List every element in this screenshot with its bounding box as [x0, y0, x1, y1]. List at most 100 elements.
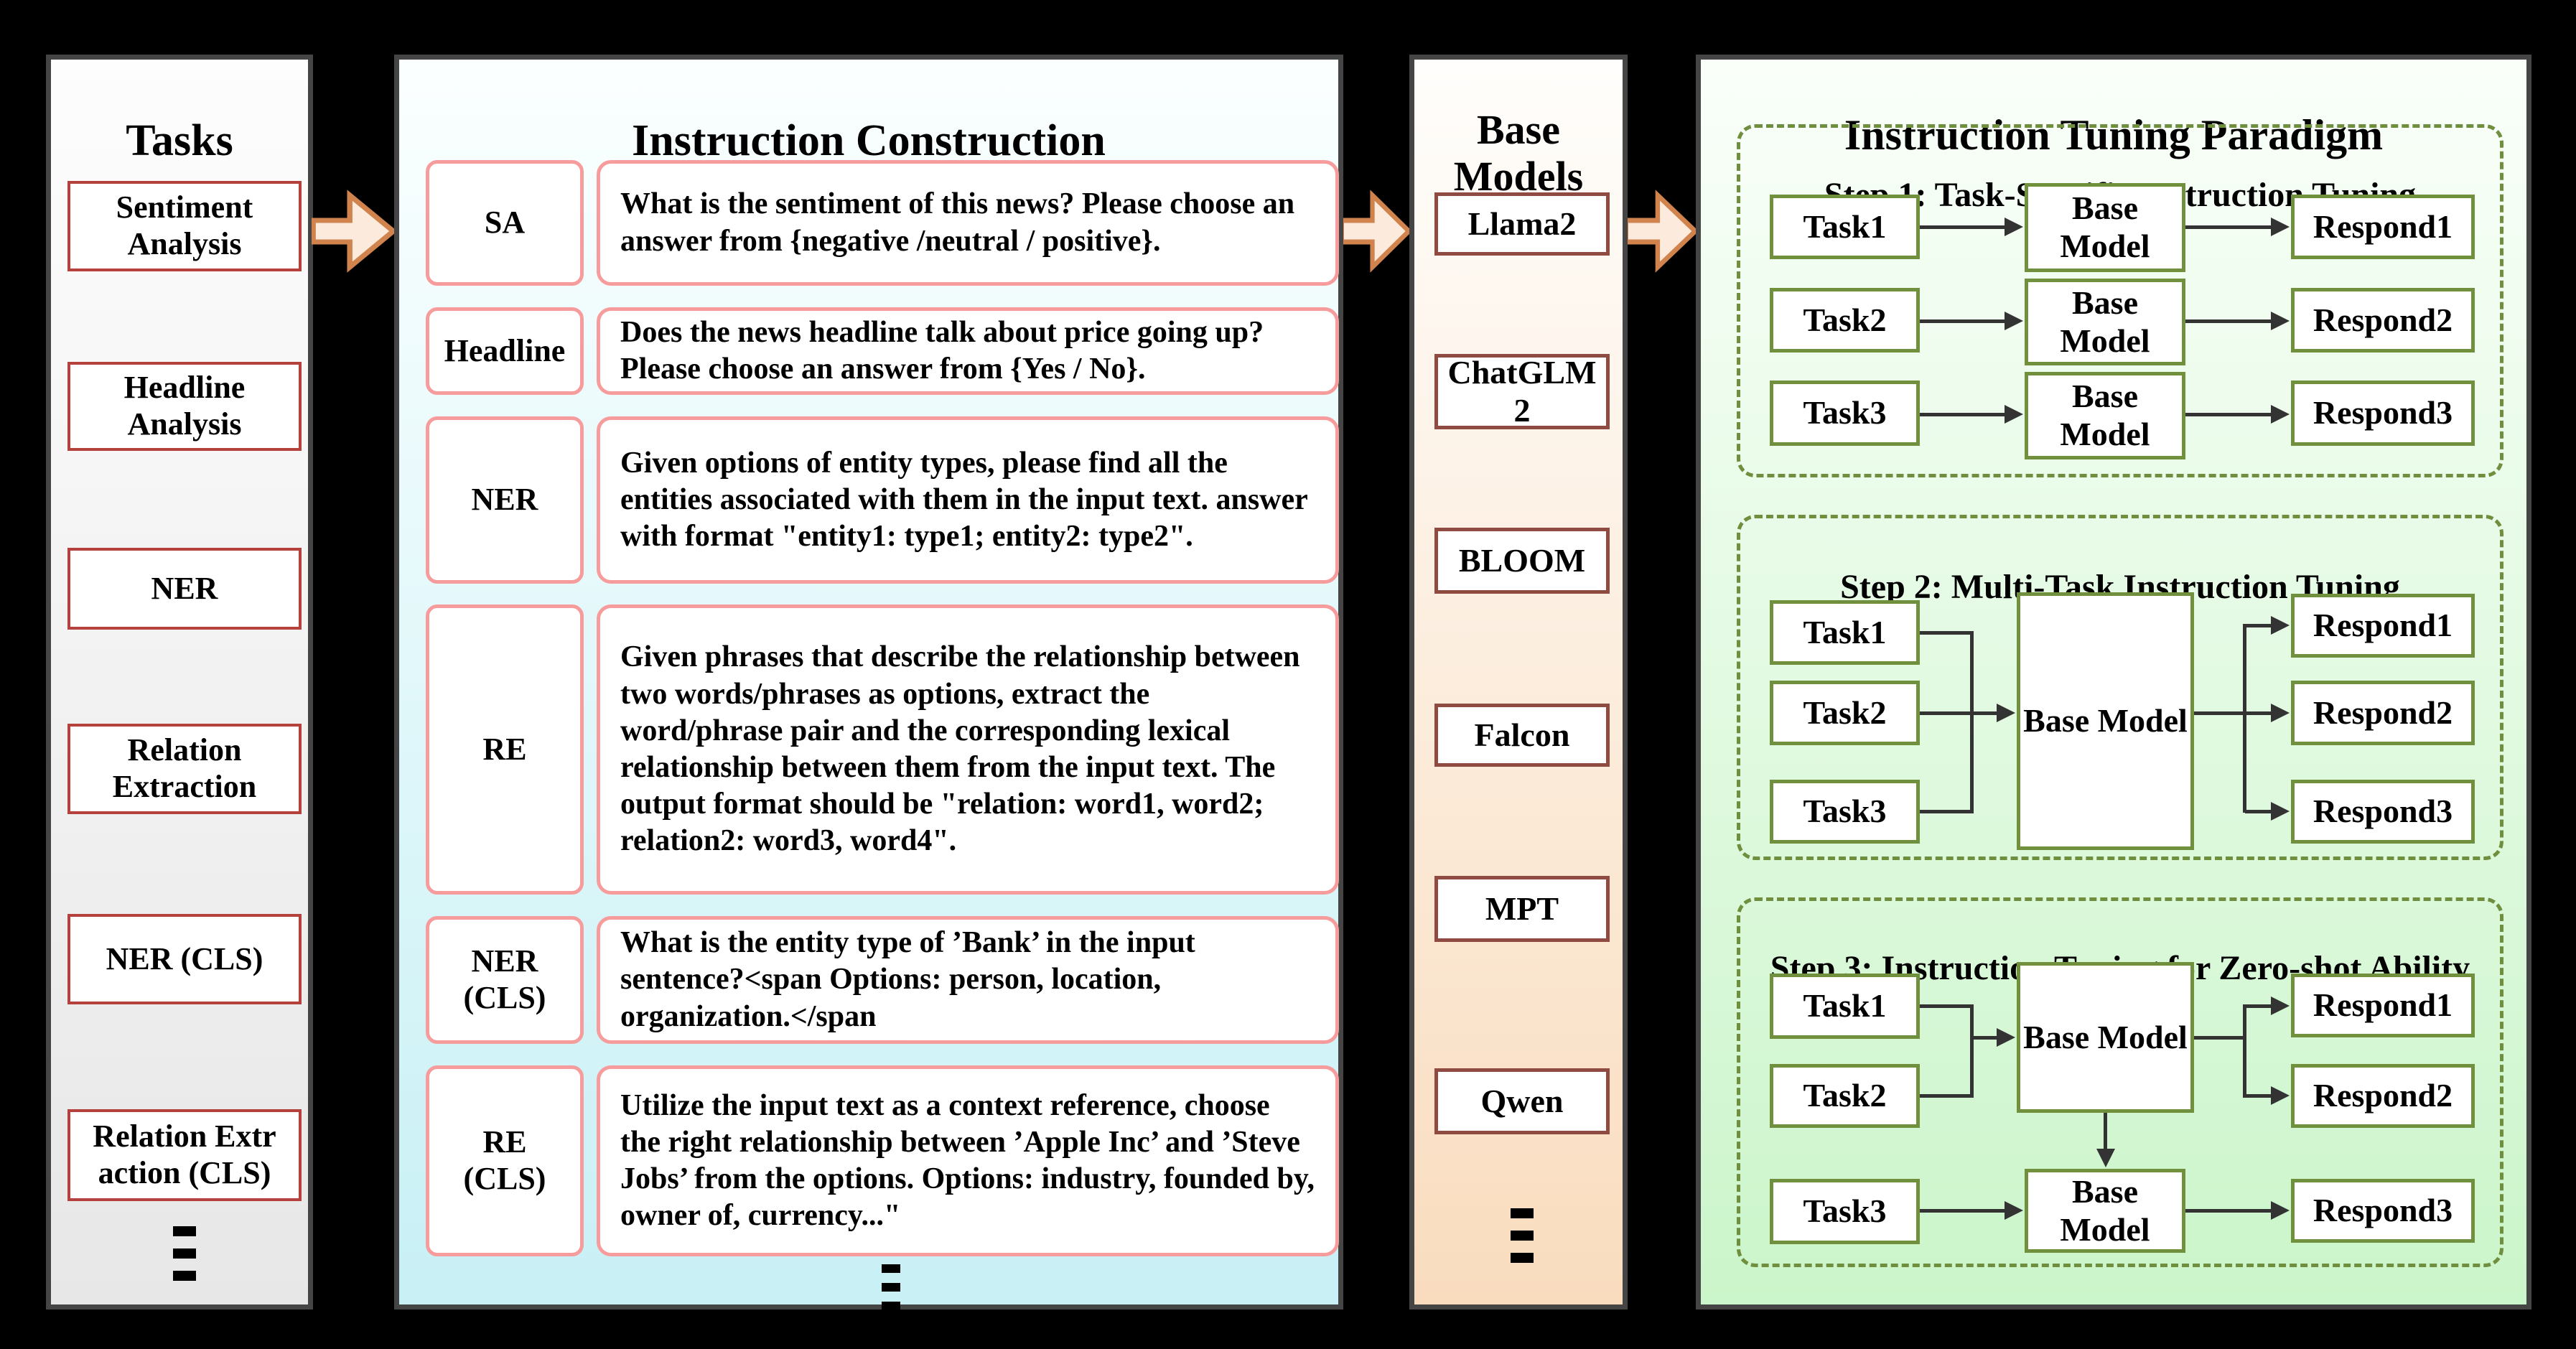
arrowhead-icon	[2096, 1149, 2115, 1167]
respond-box: Respond3	[2291, 780, 2475, 844]
task-box: Task3	[1770, 780, 1920, 844]
connector-line	[1920, 319, 2006, 323]
connector-line	[2243, 624, 2246, 813]
respond-box: Respond2	[2291, 1064, 2475, 1128]
arrowhead-icon	[2271, 1086, 2290, 1105]
connector-line	[2185, 1209, 2272, 1213]
connector-line	[2245, 624, 2272, 627]
connector-line	[1920, 1004, 1974, 1008]
task-item-headline-analysis: Headline Analysis	[67, 362, 302, 451]
task-box: Task2	[1770, 681, 1920, 745]
connector-line	[1920, 413, 2006, 416]
model-box-chatglm2: ChatGLM 2	[1434, 354, 1610, 429]
base-model-box: Base Model	[2017, 592, 2194, 850]
connector-line	[2245, 1094, 2272, 1098]
base-models-title: Base Models	[1453, 106, 1584, 200]
flow-arrow-icon	[312, 190, 396, 273]
arrowhead-icon	[2271, 616, 2290, 635]
arrowhead-icon	[2005, 1201, 2023, 1220]
task-box: Task3	[1770, 1179, 1920, 1244]
respond-box: Respond2	[2291, 288, 2475, 353]
connector-line	[1920, 711, 1998, 715]
arrowhead-icon	[2271, 704, 2290, 722]
respond-box: Respond1	[2291, 974, 2475, 1037]
instruction-text-headline: Does the news headline talk about price …	[597, 307, 1339, 395]
respond-box: Respond3	[2291, 1179, 2475, 1243]
tasks-panel-title: Tasks	[126, 116, 233, 166]
instruction-label-ner-cls: NER (CLS)	[426, 916, 584, 1044]
instruction-text-ner-cls: What is the entity type of ’Bank’ in the…	[597, 916, 1339, 1044]
ellipsis-icon	[882, 1264, 900, 1310]
task-item-ner: NER	[67, 548, 302, 630]
respond-box: Respond2	[2291, 681, 2475, 745]
instruction-tuning-paradigm-panel: Instruction Tuning Paradigm Step 1: Task…	[1696, 55, 2531, 1310]
instruction-text-ner: Given options of entity types, please fi…	[597, 416, 1339, 584]
connector-line	[1920, 631, 1974, 635]
arrowhead-icon	[2271, 405, 2290, 424]
model-box-llama2: Llama2	[1434, 192, 1610, 256]
connector-line	[2194, 711, 2272, 715]
step1-box: Step 1: Task-Specific Instruction Tuning…	[1737, 124, 2503, 477]
paradigm-title: Instruction Tuning Paradigm	[1844, 111, 2384, 159]
respond-box: Respond3	[2291, 381, 2475, 446]
connector-line	[1970, 1036, 1998, 1040]
instruction-text-re: Given phrases that describe the relation…	[597, 605, 1339, 895]
task-item-relation-extraction: Relation Extraction	[67, 724, 302, 814]
task-box: Task1	[1770, 600, 1920, 665]
base-model-box: Base Model	[2025, 372, 2185, 459]
flow-arrow-icon	[1340, 190, 1411, 273]
arrowhead-icon	[2271, 996, 2290, 1015]
instruction-label-ner: NER	[426, 416, 584, 584]
instruction-construction-panel: Instruction Construction SA What is the …	[394, 55, 1343, 1310]
base-model-box: Base Model	[2025, 1169, 2185, 1253]
arrowhead-icon	[2271, 1201, 2290, 1220]
connector-line	[2104, 1113, 2107, 1150]
connector-line	[2245, 1004, 2272, 1008]
task-box: Task2	[1770, 1064, 1920, 1128]
ellipsis-icon	[1511, 1208, 1534, 1263]
instruction-label-re-cls: RE (CLS)	[426, 1065, 584, 1256]
base-model-box: Base Model	[2025, 279, 2185, 365]
connector-line	[1970, 1004, 1974, 1098]
connector-line	[1970, 631, 1974, 813]
base-model-box: Base Model	[2025, 183, 2185, 272]
connector-line	[1920, 1094, 1974, 1098]
connector-line	[1920, 810, 1974, 813]
task-box: Task1	[1770, 195, 1920, 259]
task-item-relation-extraction-cls: Relation Extr action (CLS)	[67, 1109, 302, 1201]
task-box: Task3	[1770, 381, 1920, 446]
arrowhead-icon	[1997, 1028, 2015, 1047]
connector-line	[2245, 810, 2272, 813]
base-models-panel: Base Models Llama2 ChatGLM 2 BLOOM Falco…	[1409, 55, 1628, 1310]
arrowhead-icon	[1997, 704, 2015, 722]
respond-box: Respond1	[2291, 594, 2475, 658]
respond-box: Respond1	[2291, 195, 2475, 259]
model-box-qwen: Qwen	[1434, 1068, 1610, 1134]
arrowhead-icon	[2005, 405, 2023, 424]
model-box-bloom: BLOOM	[1434, 528, 1610, 594]
instruction-label-sa: SA	[426, 160, 584, 286]
base-model-box: Base Model	[2017, 962, 2194, 1113]
connector-line	[1920, 1209, 2006, 1213]
task-item-ner-cls: NER (CLS)	[67, 914, 302, 1004]
instruction-text-re-cls: Utilize the input text as a context refe…	[597, 1065, 1339, 1256]
connector-line	[2243, 1004, 2246, 1098]
instruction-text-sa: What is the sentiment of this news? Plea…	[597, 160, 1339, 286]
tasks-panel: Tasks Sentiment Analysis Headline Analys…	[46, 55, 313, 1310]
arrowhead-icon	[2271, 312, 2290, 330]
connector-line	[1920, 225, 2006, 229]
model-box-mpt: MPT	[1434, 876, 1610, 942]
ellipsis-icon	[173, 1226, 196, 1281]
model-box-falcon: Falcon	[1434, 704, 1610, 767]
instruction-label-headline: Headline	[426, 307, 584, 395]
connector-line	[2185, 413, 2272, 416]
task-item-sentiment-analysis: Sentiment Analysis	[67, 181, 302, 271]
arrowhead-icon	[2005, 218, 2023, 236]
step3-box: Step 3: Instruction Tuning for Zero-shot…	[1737, 897, 2503, 1267]
connector-line	[2185, 319, 2272, 323]
step2-box: Step 2: Multi-Task Instruction Tuning Ta…	[1737, 515, 2503, 860]
arrowhead-icon	[2005, 312, 2023, 330]
instruction-panel-title: Instruction Construction	[632, 116, 1106, 166]
connector-line	[2194, 1036, 2244, 1040]
